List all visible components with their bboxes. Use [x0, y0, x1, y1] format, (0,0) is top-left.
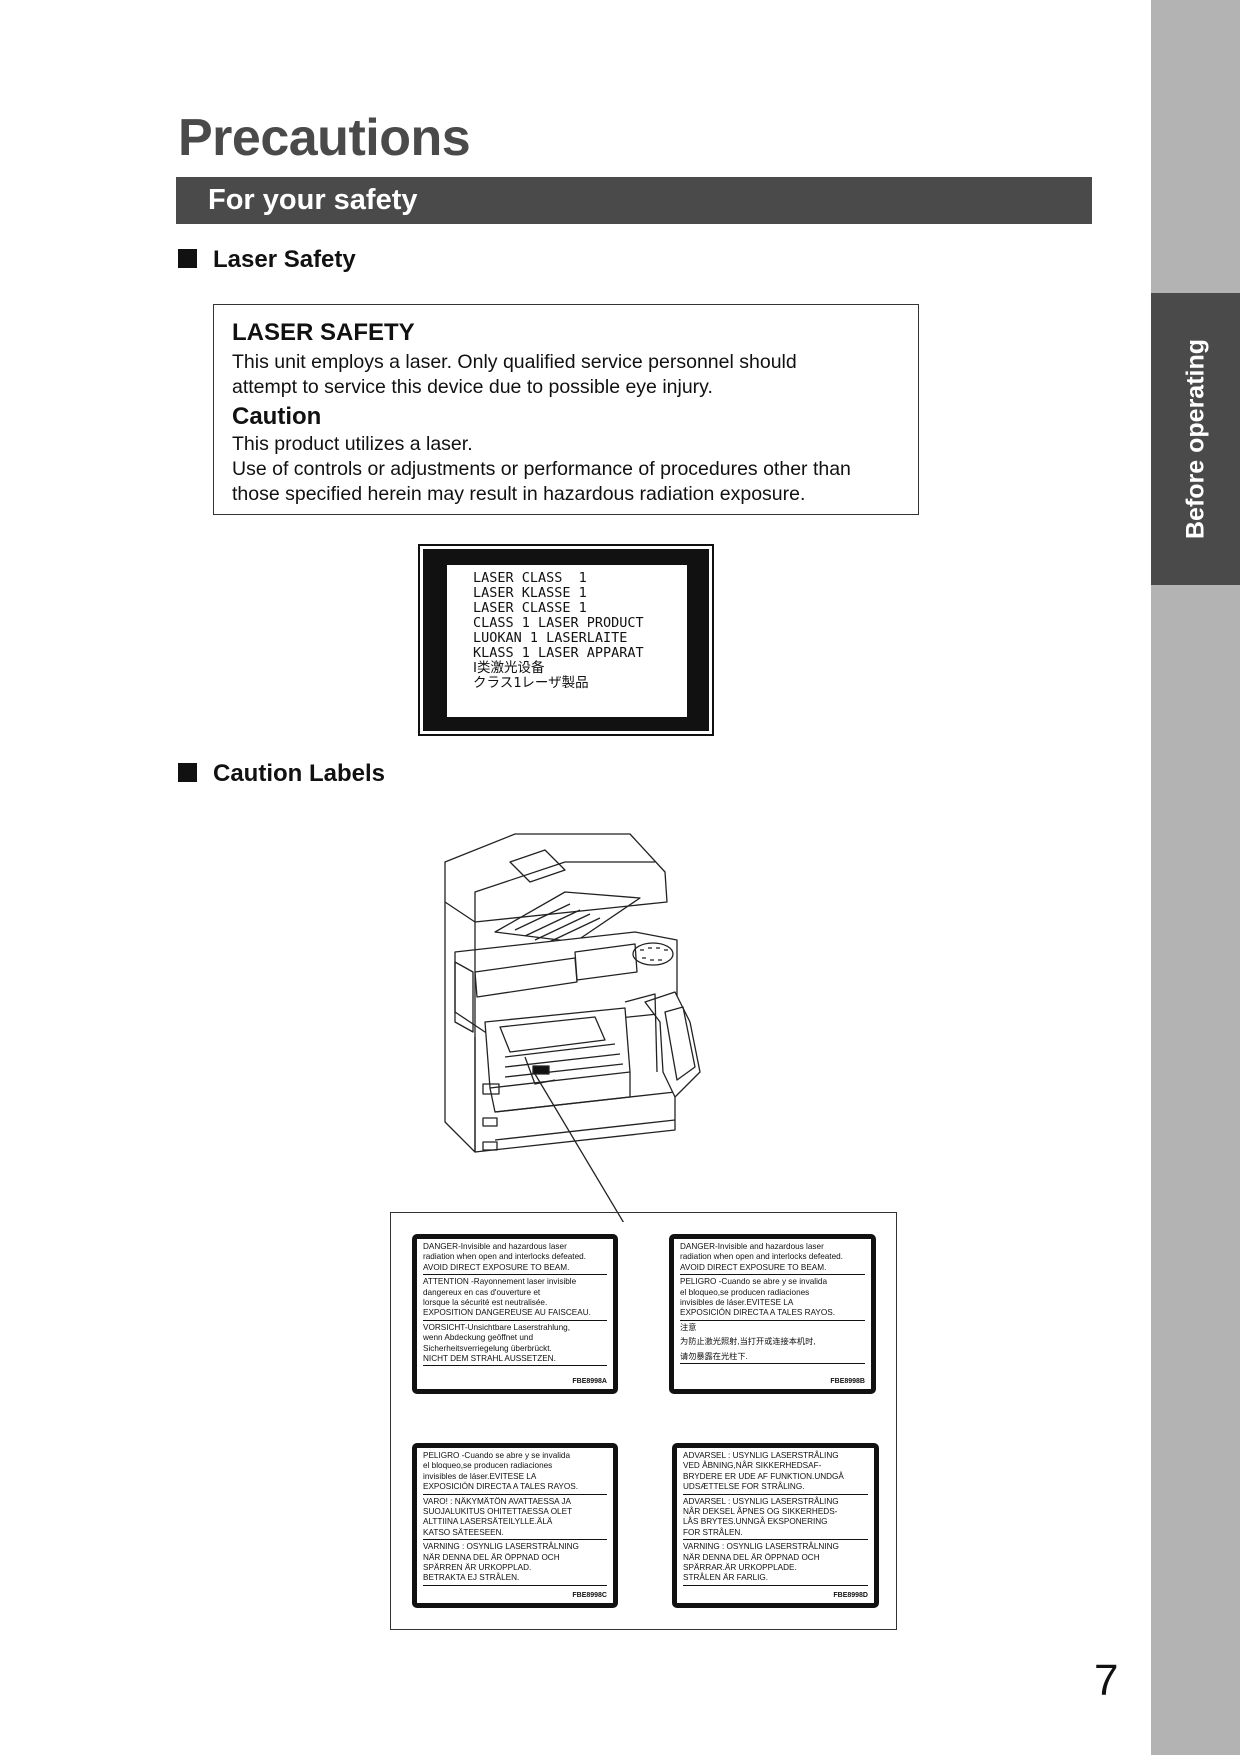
- class-label-line: CLASS 1 LASER PRODUCT: [473, 615, 644, 631]
- caution-label-line: VORSICHT-Unsichtbare Laserstrahlung,: [423, 1322, 570, 1332]
- caution-label-line: EXPOSICIÓN DIRECTA A TALES RAYOS.: [680, 1308, 835, 1318]
- laser-safety-text-line: This unit employs a laser. Only qualifie…: [232, 351, 797, 373]
- caution-label-code: FBE8998C: [572, 1591, 607, 1599]
- caution-label-line: NÄR DENNA DEL ÄR ÖPPNAD OCH: [423, 1552, 560, 1562]
- caution-label: ADVARSEL : USYNLIG LASERSTRÅLING VED ÅBN…: [672, 1443, 879, 1608]
- caution-label-line: DANGER-Invisible and hazardous laser: [680, 1242, 824, 1251]
- caution-label-code: FBE8998B: [830, 1377, 865, 1385]
- caution-label-line: VARNING : OSYNLIG LASERSTRÅLNING: [683, 1542, 839, 1552]
- caution-label: DANGER-Invisible and hazardous laser rad…: [669, 1234, 876, 1394]
- caution-label: DANGER-Invisible and hazardous laser rad…: [412, 1234, 618, 1394]
- caution-label-line: EXPOSICIÓN DIRECTA A TALES RAYOS.: [423, 1482, 578, 1492]
- laser-safety-heading-text: Laser Safety: [213, 246, 356, 273]
- laser-safety-box-heading: LASER SAFETY: [232, 319, 415, 346]
- caution-label-line: PELIGRO -Cuando se abre y se invalida: [680, 1277, 827, 1287]
- section-bar: For your safety: [176, 177, 1092, 224]
- caution-label-line: invisibles de láser.EVITESE LA: [423, 1471, 537, 1481]
- caution-label-line: AVOID DIRECT EXPOSURE TO BEAM.: [423, 1262, 570, 1272]
- caution-label-line: LÅS BRYTES.UNNGÅ EKSPONERING: [683, 1517, 828, 1527]
- caution-label-line: VARO! : NÄKYMÄTÖN AVATTAESSA JA: [423, 1496, 572, 1506]
- caution-label-line: el bloqueo,se producen radiaciones: [680, 1287, 810, 1297]
- caution-text-line: Use of controls or adjustments or perfor…: [232, 458, 851, 480]
- caution-labels-heading: Caution Labels: [178, 760, 385, 788]
- caution-label-line: 为防止激光照射,当打开或连接本机时,: [680, 1337, 816, 1347]
- laser-safety-text-line: attempt to service this device due to po…: [232, 376, 713, 398]
- laser-class-label: LASER CLASS 1 LASER KLASSE 1 LASER CLASS…: [418, 544, 714, 736]
- caution-label-line: ALTTIINA LASERSÄTEILYLLE.ÄLÄ: [423, 1517, 553, 1527]
- caution-label-line: NÅR DEKSEL ÅPNES OG SIKKERHEDS-: [683, 1507, 838, 1517]
- page-title: Precautions: [178, 109, 471, 167]
- caution-label-line: lorsque la sécurité est neutralisée.: [423, 1298, 548, 1308]
- caution-label-code: FBE8998A: [572, 1377, 607, 1385]
- class-label-line: クラス1レーザ製品: [473, 675, 589, 691]
- caution-label: PELIGRO -Cuando se abre y se invalida el…: [412, 1443, 618, 1608]
- class-label-line: Ⅰ类激光设备: [473, 660, 545, 676]
- caution-label-line: DANGER-Invisible and hazardous laser: [423, 1242, 567, 1251]
- caution-label-line: SPÄRRAR.ÄR URKOPPLADE.: [683, 1563, 797, 1573]
- caution-label-line: radiation when open and interlocks defea…: [680, 1252, 843, 1262]
- caution-label-line: NÄR DENNA DEL ÄR ÖPPNAD OCH: [683, 1552, 820, 1562]
- class-label-line: LASER CLASSE 1: [473, 600, 587, 616]
- caution-label-line: wenn Abdeckung geöffnet und: [423, 1333, 534, 1343]
- caution-label-code: FBE8998D: [833, 1591, 868, 1599]
- section-bar-title: For your safety: [208, 184, 418, 216]
- caution-labels-frame: DANGER-Invisible and hazardous laser rad…: [390, 1212, 897, 1630]
- caution-label-line: FOR STRÅLEN.: [683, 1527, 743, 1537]
- caution-label-line: dangereux en cas d'ouverture et: [423, 1287, 541, 1297]
- caution-label-line: Sicherheitsverriegelung überbrückt.: [423, 1343, 552, 1353]
- caution-heading: Caution: [232, 403, 322, 430]
- caution-label-line: KATSO SÄTEESEEN.: [423, 1527, 504, 1537]
- side-strip: [1151, 0, 1240, 1755]
- copier-illustration: [444, 833, 701, 1222]
- caution-label-line: AVOID DIRECT EXPOSURE TO BEAM.: [680, 1262, 827, 1272]
- caution-label-line: VED ÅBNING,NÅR SIKKERHEDSAF-: [683, 1461, 822, 1471]
- laser-safety-box: LASER SAFETY This unit employs a laser. …: [213, 304, 919, 515]
- caution-label-line: VARNING : OSYNLIG LASERSTRÅLNING: [423, 1542, 579, 1552]
- caution-label-line: UDSÆTTELSE FOR STRÅLING.: [683, 1482, 805, 1492]
- class-label-line: KLASS 1 LASER APPARAT: [473, 645, 644, 661]
- class-label-line: LASER KLASSE 1: [473, 585, 587, 601]
- caution-label-line: SPÄRREN ÄR URKOPPLAD.: [423, 1563, 532, 1573]
- side-tab: Before operating: [1151, 293, 1240, 585]
- caution-label-line: BRYDERE ER UDE AF FUNKTION.UNDGÅ: [683, 1471, 844, 1481]
- caution-label-line: PELIGRO -Cuando se abre y se invalida: [423, 1451, 570, 1460]
- caution-text-line: those specified herein may result in haz…: [232, 483, 806, 505]
- caution-label-line: SUOJALUKITUS OHITETTAESSA OLET: [423, 1507, 573, 1517]
- caution-label-line: ATTENTION -Rayonnement laser invisible: [423, 1277, 577, 1287]
- caution-label-line: el bloqueo,se producen radiaciones: [423, 1461, 553, 1471]
- square-bullet-icon: [178, 763, 197, 782]
- caution-label-line: radiation when open and interlocks defea…: [423, 1252, 586, 1262]
- caution-labels-heading-text: Caution Labels: [213, 760, 386, 787]
- square-bullet-icon: [178, 249, 197, 268]
- caution-label-line: NICHT DEM STRAHL AUSSETZEN.: [423, 1354, 556, 1364]
- caution-label-line: 请勿暴露在光柱下.: [680, 1351, 748, 1361]
- caution-label-line: STRÅLEN ÄR FARLIG.: [683, 1573, 769, 1583]
- caution-label-line: ADVARSEL : USYNLIG LASERSTRÅLING: [683, 1451, 839, 1460]
- caution-label-line: 注意: [680, 1322, 697, 1332]
- side-tab-label: Before operating: [1181, 338, 1209, 540]
- caution-label-line: invisibles de láser.EVITESE LA: [680, 1298, 794, 1308]
- caution-text-line: This product utilizes a laser.: [232, 433, 473, 455]
- laser-safety-heading: Laser Safety: [178, 246, 356, 274]
- caution-label-line: EXPOSITION DANGEREUSE AU FAISCEAU.: [423, 1308, 591, 1318]
- class-label-line: LUOKAN 1 LASERLAITE: [473, 630, 628, 646]
- page-number: 7: [1094, 1656, 1119, 1705]
- class-label-line: LASER CLASS 1: [473, 570, 587, 586]
- caution-label-line: ADVARSEL : USYNLIG LASERSTRÅLING: [683, 1496, 839, 1506]
- caution-label-line: BETRAKTA EJ STRÅLEN.: [423, 1573, 520, 1583]
